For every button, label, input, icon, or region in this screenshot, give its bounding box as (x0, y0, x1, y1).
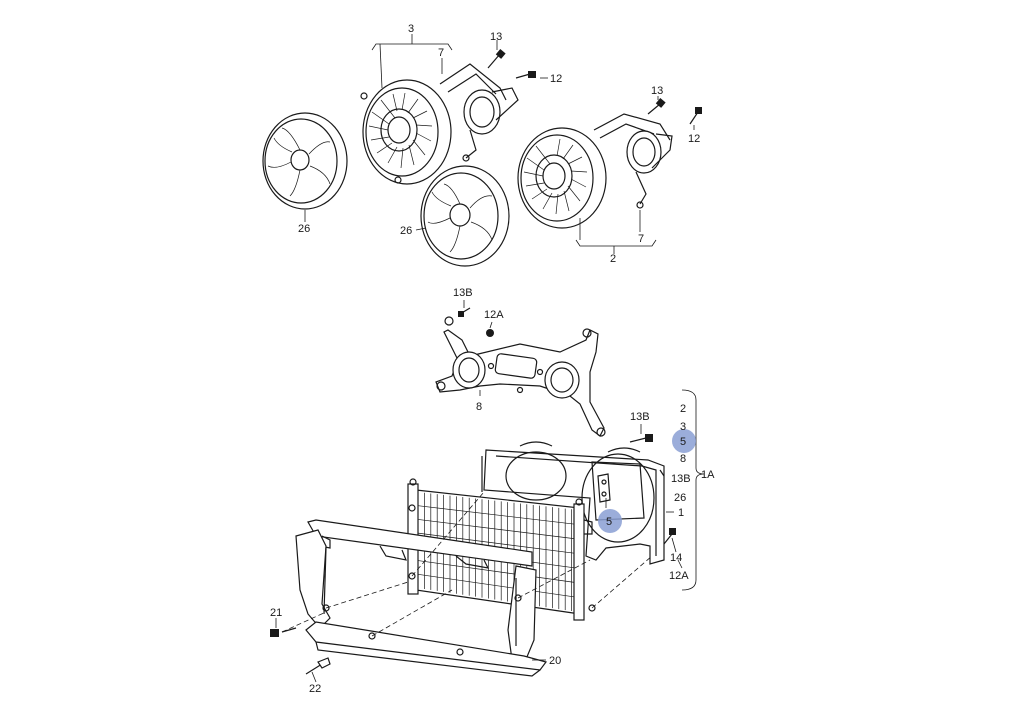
bracket-2 (575, 239, 657, 247)
label-12-right: 12 (688, 133, 700, 145)
label-21: 21 (270, 607, 282, 619)
bolt-13-right (647, 98, 666, 115)
label-right-8: 8 (680, 453, 686, 465)
highlight-5-right[interactable] (672, 429, 696, 453)
nut-12A-top (486, 329, 494, 337)
fan-shroud-frame (481, 441, 665, 565)
label-right-2: 2 (680, 403, 686, 415)
label-5[interactable]: 5 (606, 516, 612, 528)
label-12A-right: 12A (669, 570, 689, 582)
rivet-22 (305, 657, 331, 675)
label-22: 22 (309, 683, 321, 695)
label-right-13B: 13B (671, 473, 691, 485)
label-8: 8 (476, 401, 482, 413)
bolt-13B-mid (629, 434, 653, 443)
assembly-dash-lines (281, 491, 653, 637)
bolt-13-top (487, 49, 506, 69)
label-2: 2 (610, 253, 616, 265)
label-right-3: 3 (680, 421, 686, 433)
label-1: 1 (678, 507, 684, 519)
label-26-left: 26 (298, 223, 310, 235)
label-12A-top: 12A (484, 309, 504, 321)
label-14: 14 (670, 552, 682, 564)
label-13-right: 13 (651, 85, 663, 97)
label-20: 20 (549, 655, 561, 667)
label-right-5[interactable]: 5 (680, 436, 686, 448)
highlight-5-left[interactable] (598, 509, 622, 533)
label-7-top: 7 (438, 47, 444, 59)
fan-assembly-3 (360, 63, 519, 185)
lock-carrier-20 (295, 519, 548, 677)
label-12-top: 12 (550, 73, 562, 85)
bolt-13B-top (458, 307, 471, 317)
label-3: 3 (408, 23, 414, 35)
label-26-mid: 26 (400, 225, 412, 237)
label-13-top: 13 (490, 31, 502, 43)
label-13B-top: 13B (453, 287, 473, 299)
fan-assembly-2 (517, 113, 673, 229)
label-1A: 1A (701, 469, 715, 481)
label-7-bottom: 7 (638, 233, 644, 245)
fan-blade-26-mid (420, 165, 510, 267)
carrier-bracket-8 (435, 316, 606, 437)
label-right-26: 26 (674, 492, 686, 504)
bolt-12-top (515, 71, 536, 79)
fan-blade-26-left (262, 112, 348, 210)
bolt-21 (270, 627, 297, 637)
bolt-12-right (689, 107, 702, 125)
group-brace-1A (681, 389, 705, 591)
bolt-14 (663, 528, 676, 545)
label-13B-mid: 13B (630, 411, 650, 423)
